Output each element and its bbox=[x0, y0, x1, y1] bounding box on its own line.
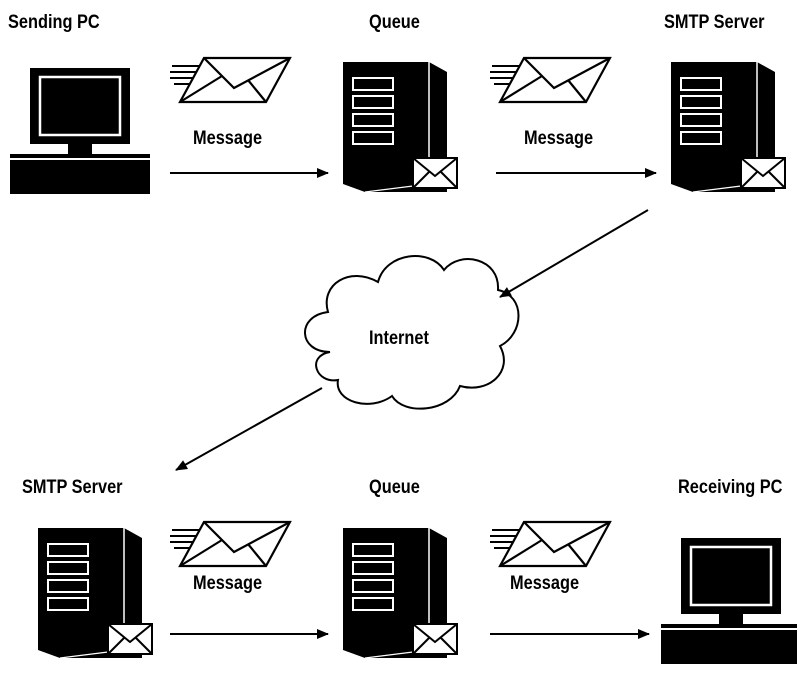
label-smtp-server-top: SMTP Server bbox=[664, 12, 765, 33]
arrow-smtp-server-to-internet bbox=[499, 209, 649, 298]
label-message-3: Message bbox=[193, 573, 263, 594]
receiving-pc-computer-icon bbox=[659, 536, 797, 666]
sending-pc-computer-icon bbox=[8, 66, 152, 196]
flying-envelope-icon-4 bbox=[488, 520, 612, 568]
smtp-server-top-server-icon bbox=[670, 61, 786, 193]
label-smtp-server-bottom: SMTP Server bbox=[22, 477, 123, 498]
flying-envelope-icon-2 bbox=[488, 56, 612, 104]
label-receiving-pc: Receiving PC bbox=[678, 477, 783, 498]
label-queue-top: Queue bbox=[369, 12, 420, 33]
label-message-2: Message bbox=[524, 128, 594, 149]
queue-bottom-server-icon bbox=[342, 527, 458, 659]
label-message-1: Message bbox=[193, 128, 263, 149]
label-sending-pc: Sending PC bbox=[8, 12, 100, 33]
flying-envelope-icon-1 bbox=[168, 56, 292, 104]
internet-cloud-icon bbox=[304, 255, 520, 410]
arrow-internet-to-smtp-server bbox=[175, 387, 323, 471]
queue-top-server-icon bbox=[342, 61, 458, 193]
label-message-4: Message bbox=[510, 573, 580, 594]
label-queue-bottom: Queue bbox=[369, 477, 420, 498]
flying-envelope-icon-3 bbox=[168, 520, 292, 568]
label-internet: Internet bbox=[369, 328, 429, 349]
smtp-server-bottom-server-icon bbox=[37, 527, 153, 659]
